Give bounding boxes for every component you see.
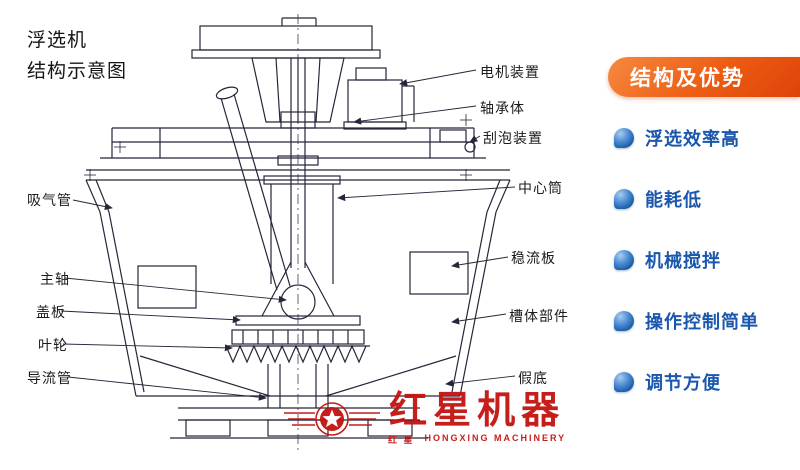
- diagram-title: 浮选机 结构示意图: [27, 25, 127, 88]
- advantage-item-easy-adjustment: 调节方便: [614, 369, 800, 395]
- advantage-item-simple-control: 操作控制简单: [614, 308, 800, 334]
- brand-watermark: 红星机器 红 星 HONGXING MACHINERY: [282, 390, 566, 446]
- brand-subtitle-en: HONGXING MACHINERY: [424, 432, 567, 443]
- brand-subtitle: 红 星 HONGXING MACHINERY: [388, 433, 566, 446]
- advantage-item-flotation-efficiency: 浮选效率高: [614, 125, 800, 151]
- advantages-list: 浮选效率高 能耗低 机械搅拌 操作控制简单 调节方便: [600, 125, 800, 395]
- label-center-tube: 中心筒: [518, 180, 563, 196]
- diagram-title-line2: 结构示意图: [27, 61, 128, 83]
- brand-watermark-text: 红星机器 红 星 HONGXING MACHINERY: [388, 390, 566, 446]
- advantages-sidebar: 结构及优势 浮选效率高 能耗低 机械搅拌 操作控制简单 调节方便: [600, 0, 800, 470]
- sphere-bullet-icon: [614, 128, 634, 148]
- label-cover-plate: 盖板: [36, 304, 66, 320]
- label-scraper: 刮泡装置: [483, 130, 543, 146]
- label-tank-body: 槽体部件: [509, 308, 569, 324]
- label-main-shaft: 主轴: [40, 271, 70, 287]
- advantage-label: 操作控制简单: [645, 312, 759, 332]
- advantage-label: 能耗低: [645, 190, 702, 210]
- label-impeller: 叶轮: [38, 337, 68, 353]
- label-bearing: 轴承体: [480, 100, 525, 116]
- sidebar-header: 结构及优势: [608, 57, 800, 97]
- brand-subtitle-cn: 红 星: [388, 434, 415, 445]
- star-logo-icon: [284, 402, 380, 436]
- label-guide-tube: 导流管: [27, 370, 72, 386]
- label-motor: 电机装置: [480, 64, 540, 80]
- diagram-title-line1: 浮选机: [27, 30, 88, 51]
- advantage-item-low-energy: 能耗低: [614, 186, 800, 212]
- advantage-item-mechanical-stirring: 机械搅拌: [614, 247, 800, 273]
- advantage-label: 机械搅拌: [645, 251, 721, 271]
- label-false-bottom: 假底: [518, 370, 548, 386]
- sphere-bullet-icon: [614, 250, 634, 270]
- flotation-machine-drawing: [60, 14, 516, 452]
- sphere-bullet-icon: [614, 372, 634, 392]
- sphere-bullet-icon: [614, 311, 634, 331]
- diagram-area: 浮选机 结构示意图: [27, 14, 569, 452]
- label-suction-pipe: 吸气管: [27, 192, 72, 208]
- advantage-label: 调节方便: [645, 373, 721, 393]
- label-stabilizer: 稳流板: [511, 250, 556, 266]
- brand-name: 红星机器: [389, 390, 566, 432]
- sphere-bullet-icon: [614, 189, 634, 209]
- advantage-label: 浮选效率高: [645, 129, 740, 149]
